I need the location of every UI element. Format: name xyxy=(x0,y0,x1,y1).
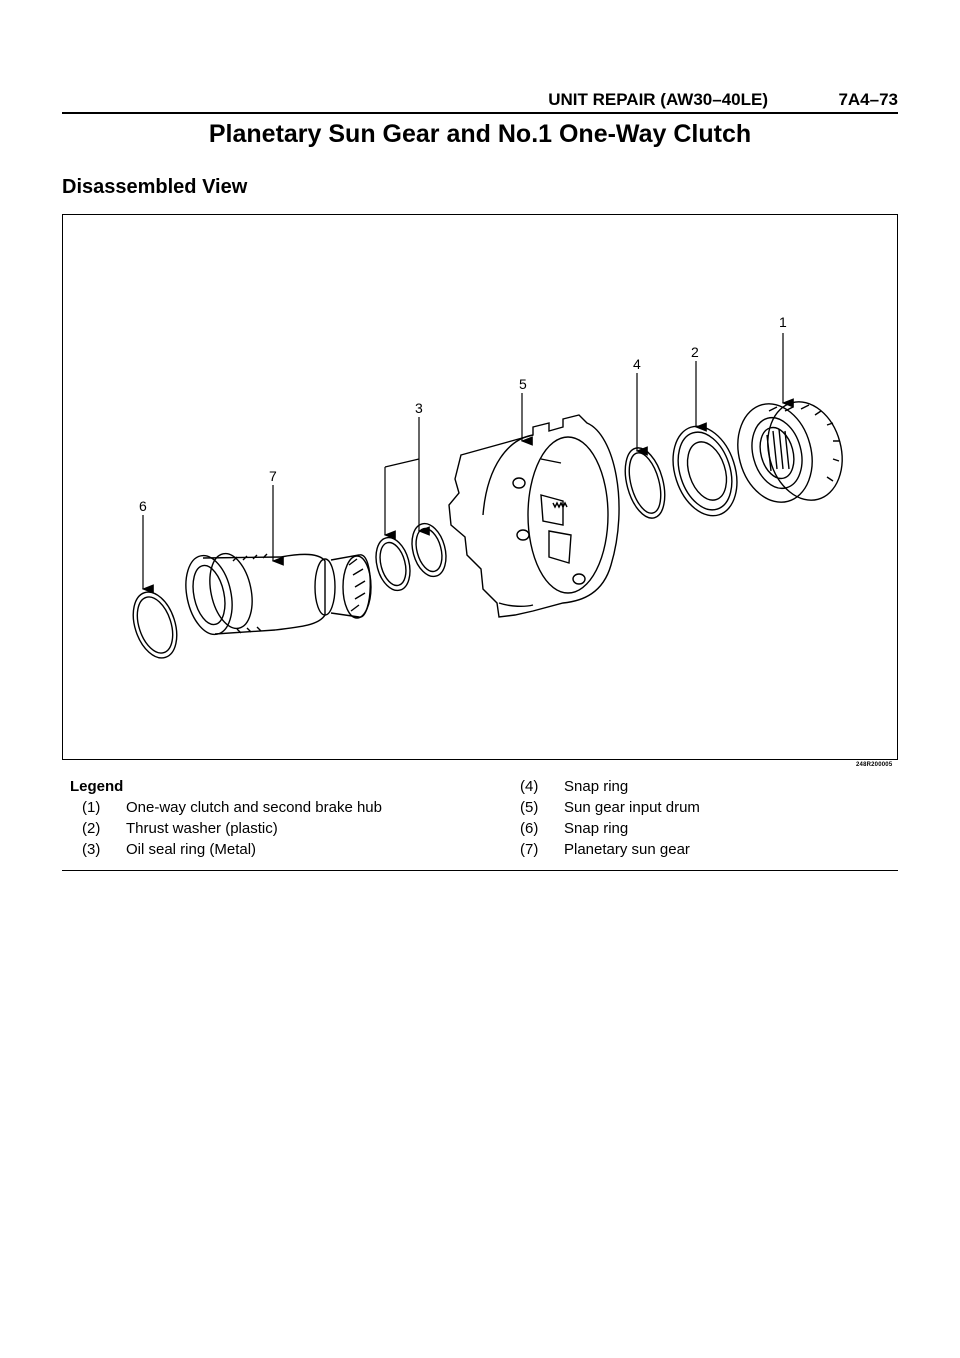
callout-1: 1 xyxy=(779,314,787,330)
legend-item-text: One-way clutch and second brake hub xyxy=(126,799,382,816)
legend-left-column: Legend (1) One-way clutch and second brak… xyxy=(70,776,382,860)
legend-item-number: (6) xyxy=(520,820,539,837)
page-number: 7A4–73 xyxy=(838,90,898,109)
legend-item-text: Oil seal ring (Metal) xyxy=(126,841,257,858)
page-header: UNIT REPAIR (AW30–40LE) 7A4–73 xyxy=(62,88,898,114)
section-title: UNIT REPAIR (AW30–40LE) xyxy=(548,90,768,109)
legend-item-text: Planetary sun gear xyxy=(564,841,690,858)
planetary-sun-gear-7 xyxy=(185,552,372,636)
legend-heading: Legend xyxy=(70,778,124,795)
bottom-divider xyxy=(62,870,898,871)
snap-ring-6 xyxy=(132,591,178,659)
legend-item-number: (5) xyxy=(520,799,539,816)
callout-numbers: 1 2 3 4 5 6 7 xyxy=(139,314,787,514)
callout-leaders xyxy=(141,333,794,594)
legend-item-number: (2) xyxy=(82,820,101,837)
oil-seal-rings-3 xyxy=(375,522,447,592)
callout-7: 7 xyxy=(269,468,277,484)
legend-item-number: (3) xyxy=(82,841,101,858)
one-way-clutch-hub-1 xyxy=(737,401,843,503)
legend-item: (4) Snap ring xyxy=(520,776,700,797)
figure-code: 248R200005 xyxy=(856,762,893,768)
legend-item: (3) Oil seal ring (Metal) xyxy=(70,839,382,860)
snap-ring-4 xyxy=(624,447,666,519)
legend-item: (5) Sun gear input drum xyxy=(520,797,700,818)
legend-item-text: Snap ring xyxy=(564,820,629,837)
callout-2: 2 xyxy=(691,344,699,360)
callout-4: 4 xyxy=(633,356,641,372)
legend-item-text: Snap ring xyxy=(564,778,629,795)
legend-item-text: Sun gear input drum xyxy=(564,799,700,816)
page-title: Planetary Sun Gear and No.1 One-Way Clut… xyxy=(208,120,752,148)
section-subtitle: Disassembled View xyxy=(62,176,248,198)
legend-right-column: (4) Snap ring (5) Sun gear input drum (6) S… xyxy=(520,776,700,860)
legend-item: (7) Planetary sun gear xyxy=(520,839,700,860)
callout-6: 6 xyxy=(139,498,147,514)
callout-3: 3 xyxy=(415,400,423,416)
callout-5: 5 xyxy=(519,376,527,392)
legend-item: (2) Thrust washer (plastic) xyxy=(70,818,382,839)
legend-item-number: (7) xyxy=(520,841,539,858)
sun-gear-input-drum-5 xyxy=(448,414,620,618)
exploded-diagram: 1 2 3 4 5 6 7 xyxy=(132,314,843,659)
legend-item-number: (1) xyxy=(82,799,101,816)
disassembled-view-figure: 1 2 3 4 5 6 7 xyxy=(62,214,898,760)
legend-item-text: Thrust washer (plastic) xyxy=(126,820,278,837)
legend-item: (1) One-way clutch and second brake hub xyxy=(70,797,382,818)
legend-item-number: (4) xyxy=(520,778,539,795)
legend-item: (6) Snap ring xyxy=(520,818,700,839)
thrust-washer-2 xyxy=(672,425,738,517)
